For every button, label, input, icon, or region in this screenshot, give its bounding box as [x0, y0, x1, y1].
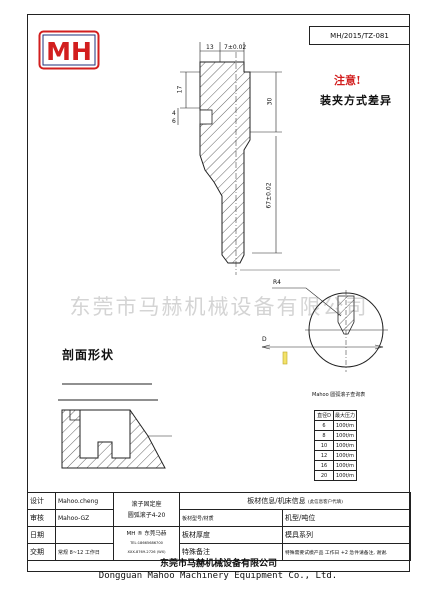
notice-body: 装夹方式差异	[320, 94, 392, 107]
dim-4: 4	[172, 110, 176, 117]
tel: TEL:18665686700	[130, 541, 163, 545]
product-name: 滚子固定座	[131, 500, 162, 508]
company-name-cn: 东莞市马赫机械设备有限公司	[159, 559, 277, 569]
plate-model: 板材型号/材质	[179, 509, 283, 527]
product-spec: 圆弧滚子4-20	[127, 511, 166, 519]
spec-header: 直径D	[314, 410, 334, 421]
spec-cell: 100t/m	[333, 420, 357, 431]
notice-title: 注意!	[334, 74, 361, 87]
spec-cell: 20	[314, 470, 334, 481]
dim-d: D	[262, 336, 267, 343]
logo-text: MH	[46, 37, 92, 66]
spec-cell: 10	[314, 440, 334, 451]
review-value: Mahoo-GZ	[55, 509, 114, 527]
dim-17: 17	[176, 85, 184, 94]
dim-7: 7±0.02	[224, 44, 247, 51]
mold-series: 模具系列	[281, 526, 412, 544]
spec-cell: 100t/m	[333, 470, 357, 481]
table-row: 直径D 最大压力	[314, 410, 357, 421]
design-value: Mahoo.cheng	[55, 492, 114, 510]
spec-table-title: Mahoo 圆弧滚子查询表	[312, 392, 366, 398]
company-name-en: Dongguan Mahoo Machinery Equipment Co., …	[98, 571, 338, 581]
dim-67: 67±0.02	[265, 182, 273, 209]
review-label: 审核	[27, 509, 56, 527]
design-label: 设计	[27, 492, 56, 510]
spec-cell: 6	[314, 420, 334, 431]
plate-thickness: 板材厚度	[179, 526, 283, 544]
spec-cell: 16	[314, 460, 334, 471]
title-block: 设计 Mahoo.cheng 滚子固定座 圆弧滚子4-20 板材信息/机床信息 …	[27, 492, 412, 561]
table-row: 设计 Mahoo.cheng 滚子固定座 圆弧滚子4-20 板材信息/机床信息 …	[27, 492, 412, 527]
spec-cell: 100t/m	[333, 450, 357, 461]
mahoo-logo: MH	[38, 30, 100, 70]
table-row: 交期 常规 8~12 工作日 特殊备注 特殊需要试模产品 工作日 +2 急件请备…	[27, 543, 412, 561]
table-row: 审核 Mahoo-GZ 板材型号/材质 机型/吨位	[27, 509, 412, 527]
dim-13: 13	[206, 44, 214, 51]
dim-r4: R4	[273, 279, 281, 286]
spec-cell: 100t/m	[333, 430, 357, 441]
dim-6: 6	[172, 118, 176, 125]
watermark: 东莞市马赫机械设备有限公司	[69, 295, 369, 319]
spec-cell: 100t/m	[333, 440, 357, 451]
document-number: MH/2015/TZ-081	[309, 26, 410, 45]
delivery-value: 常规 8~12 工作日	[55, 543, 114, 561]
dim-30: 30	[266, 97, 274, 106]
material-hint: (此信息客户代填)	[307, 500, 343, 505]
date-label: 日期	[27, 526, 56, 544]
spec-cell: 12	[314, 450, 334, 461]
material-info: 板材信息/机床信息	[247, 497, 306, 505]
table-row: 日期 MH ® 东莞马赫 TEL:18665686700 XXX-8769-27…	[27, 526, 412, 561]
date-value	[55, 526, 114, 544]
drawing-sheet	[27, 14, 410, 572]
brand: MH ® 东莞马赫	[126, 531, 167, 537]
tel-2: XXX-8769-2726 (WX)	[127, 550, 166, 554]
special-value: 特殊需要试模产品 工作日 +2 急件请备注, 谢谢.	[281, 543, 412, 561]
spec-header: 最大压力	[333, 410, 357, 421]
machine-model: 机型/吨位	[281, 509, 412, 527]
spec-cell: 100t/m	[333, 460, 357, 471]
spec-cell: 8	[314, 430, 334, 441]
section-label: 剖面形状	[62, 348, 115, 362]
